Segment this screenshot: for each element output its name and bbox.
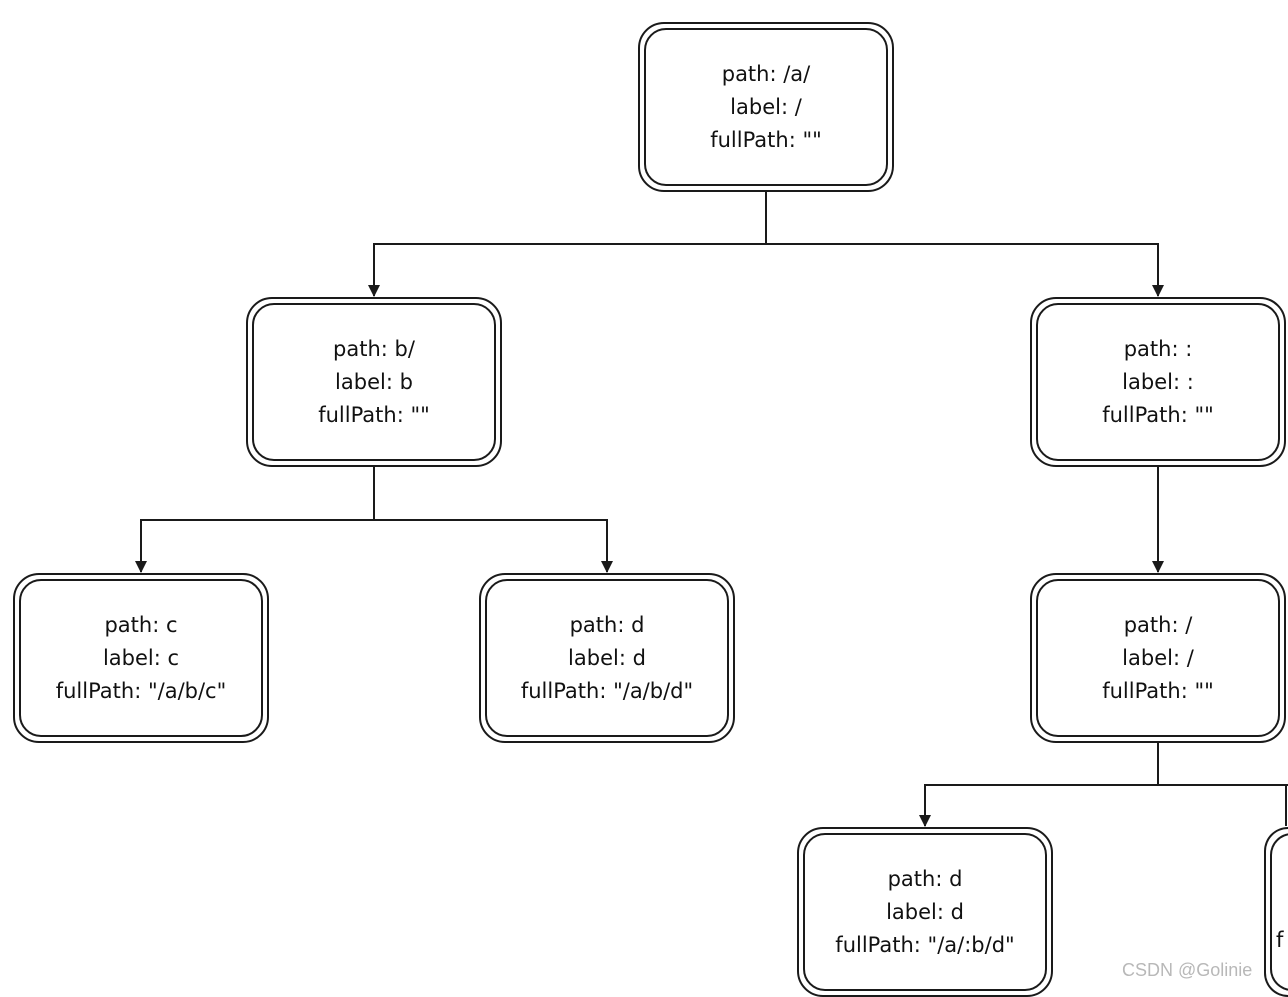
node-fullpath: fullPath: "/a/b/c": [55, 678, 227, 703]
node-label: label: d: [886, 899, 964, 924]
node-text: path: / label: / fullPath: "": [1102, 609, 1214, 708]
node-fullpath: fullPath: "": [710, 127, 822, 152]
tree-node-c: path: c label: c fullPath: "/a/b/c": [13, 573, 269, 743]
node-label: label: :: [1122, 369, 1194, 394]
tree-node-root: path: /a/label: / fullPath: "": [638, 22, 894, 192]
node-text: path: d label: d fullPath: "/a/b/d": [521, 609, 693, 708]
tree-node-slash: path: / label: / fullPath: "": [1030, 573, 1286, 743]
node-path: path: /a/: [721, 61, 811, 86]
node-path: path: :: [1123, 336, 1193, 361]
node-fullpath: fullPath: "": [318, 402, 430, 427]
node-path: path: /: [1123, 612, 1193, 637]
tree-node-colon-b-d: path: d label: d fullPath: "/a/:b/d": [797, 827, 1053, 997]
node-text: path: /a/label: / fullPath: "": [710, 58, 822, 157]
node-text: path: : label: : fullPath: "": [1102, 333, 1214, 432]
edge-b-to-c: [135, 467, 375, 573]
node-fullpath: fullPath: "/a/b/d": [520, 678, 694, 703]
node-fullpath: f: [1276, 928, 1284, 952]
edge-root-to-b: [368, 192, 767, 297]
edge-slash-to-d: [919, 743, 1159, 827]
node-label: label: b: [335, 369, 413, 394]
node-fullpath: fullPath: "": [1102, 678, 1214, 703]
tree-node-b: path: b/label: b fullPath: "": [246, 297, 502, 467]
tree-node-colon: path: : label: : fullPath: "": [1030, 297, 1286, 467]
node-label: label: c: [102, 645, 180, 670]
node-path: path: d: [569, 612, 645, 637]
node-fullpath: fullPath: "/a/:b/d": [835, 932, 1015, 957]
node-text: path: c label: c fullPath: "/a/b/c": [56, 609, 227, 708]
node-text: path: b/label: b fullPath: "": [318, 333, 430, 432]
edge-b-to-d: [374, 519, 613, 573]
node-label: label: d: [568, 645, 646, 670]
node-label: label: /: [1122, 645, 1194, 670]
tree-node-partial: f: [1264, 827, 1288, 997]
tree-node-d: path: d label: d fullPath: "/a/b/d": [479, 573, 735, 743]
node-fullpath: fullPath: "": [1102, 402, 1214, 427]
node-label: label: /: [730, 94, 802, 119]
node-path: path: c: [104, 612, 178, 637]
node-path: path: d: [887, 866, 963, 891]
node-text: path: d label: d fullPath: "/a/:b/d": [835, 863, 1014, 962]
edge-root-to-colon: [766, 243, 1164, 297]
watermark: CSDN @Golinie: [1122, 960, 1253, 980]
node-text: f: [1276, 924, 1283, 957]
node-path: path: b/: [333, 336, 415, 361]
